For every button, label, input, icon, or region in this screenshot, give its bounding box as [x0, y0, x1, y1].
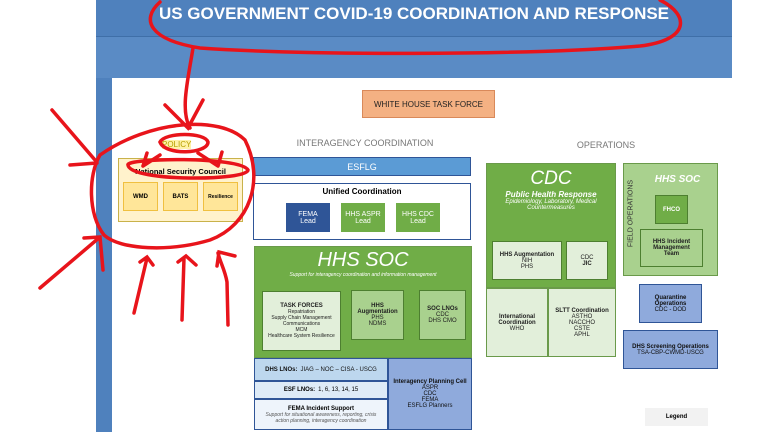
cdc-desc: Epidemiology, Laboratory, Medical Counte… [505, 199, 597, 211]
esflg-bar: ESFLG [253, 157, 471, 176]
esf-lnos: ESF LNOs:1, 6, 13, 14, 15 [254, 381, 388, 399]
task-forces-title: TASK FORCES [280, 303, 323, 309]
interagency-heading: INTERAGENCY COORDINATION [296, 138, 434, 148]
wmd-box: WMD [123, 182, 158, 211]
arrow-diagonal [38, 108, 105, 290]
title-circle [148, 0, 683, 56]
unified-title: Unified Coordination [322, 187, 402, 196]
nsc-box: National Security Council WMD BATS Resil… [118, 158, 243, 222]
policy-label: POLICY [162, 140, 192, 149]
arrow-down-to-policy [163, 46, 205, 131]
white-house-label: WHITE HOUSE TASK FORCE [373, 99, 484, 109]
cdc-box: CDC Public Health Response Epidemiology,… [486, 163, 616, 288]
policy-circle [158, 132, 210, 154]
operations-heading: OPERATIONS [576, 140, 636, 150]
legend-box: Legend [645, 408, 708, 426]
bats-box: BATS [163, 182, 198, 211]
fhco-box: FHCO [655, 195, 688, 224]
slide-header [96, 0, 732, 37]
hhs-soc-subtitle: Support for interagency coordination and… [289, 272, 437, 278]
arrow-left-nsc [141, 150, 224, 168]
white-house-task-force: WHITE HOUSE TASK FORCE [362, 90, 495, 118]
slide-title: US GOVERNMENT COVID-19 COORDINATION AND … [158, 4, 670, 23]
field-hhs-soc-title: HHS SOC [654, 174, 701, 185]
dhs-lnos: DHS LNOs:JIAG – NOC – CISA - USCG [254, 358, 388, 381]
resilience-box: Resilience [203, 182, 238, 211]
nsc-big-circle [89, 122, 256, 250]
hhs-soc-title: HHS SOC [317, 249, 409, 271]
field-hhs-soc: FIELD OPERATIONS HHS SOC FHCO HHS Incide… [623, 163, 718, 276]
arrows-bottom [132, 249, 237, 327]
cdc-subtitle: Public Health Response [505, 190, 597, 199]
hhs-imt-box: HHS Incident Management Team [640, 229, 703, 267]
esflg-label: ESFLG [347, 161, 377, 172]
nsc-title: National Security Council [135, 167, 226, 176]
cdc-title: CDC [530, 168, 572, 189]
slide-left-stripe [96, 78, 112, 432]
hhs-soc-box: HHS SOC Support for interagency coordina… [254, 246, 472, 358]
slide-header-band [96, 37, 732, 78]
